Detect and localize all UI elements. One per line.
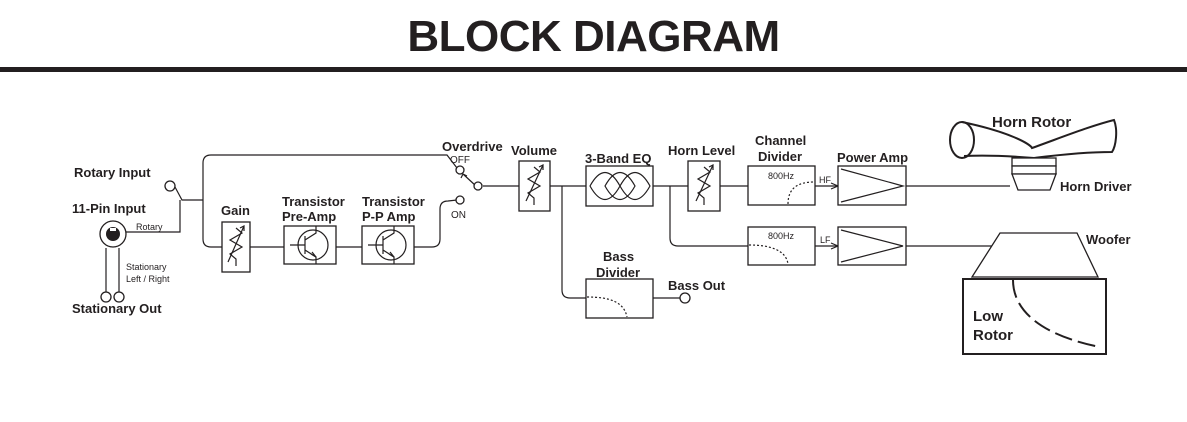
rotary-input-jack: [164, 180, 176, 192]
channel-divider-label-line1: Channel: [755, 133, 806, 148]
power-amp-label: Power Amp: [837, 150, 908, 165]
transistor-preamp-block: [283, 225, 337, 265]
volume-block: [518, 160, 551, 212]
hf-freq-label: 800Hz: [768, 171, 795, 181]
hf-label: HF: [819, 175, 831, 185]
rotary-input-label: Rotary Input: [74, 165, 151, 180]
bass-out-jack: [679, 292, 691, 304]
overdrive-off-label: OFF: [450, 155, 470, 166]
eq-block: [585, 165, 654, 207]
pin-input-label: 11-Pin Input: [72, 201, 146, 216]
lf-freq-label: 800Hz: [768, 231, 795, 241]
stationary-label-line2: Left / Right: [126, 274, 170, 284]
channel-divider-hf-block: [747, 165, 816, 206]
channel-divider-label-line2: Divider: [758, 149, 802, 164]
ppamp-label-line1: Transistor: [362, 194, 425, 209]
horn-level-label: Horn Level: [668, 143, 735, 158]
connectors: [99, 165, 691, 304]
power-amp-hf-block: [837, 165, 907, 206]
labels: Rotary Input 11-Pin Input Rotary Station…: [72, 114, 1132, 344]
rotary-label: Rotary: [136, 222, 163, 232]
horn-level-block: [687, 160, 721, 212]
overdrive-on-label: ON: [451, 210, 466, 221]
horn-driver-label: Horn Driver: [1060, 179, 1132, 194]
woofer-assembly: [962, 232, 1107, 355]
transistor-ppamp-block: [361, 225, 415, 265]
stationary-label-line1: Stationary: [126, 262, 167, 272]
low-rotor-label-line2: Rotor: [973, 327, 1013, 344]
overdrive-label: Overdrive: [442, 139, 503, 154]
horn-rotor-assembly: [949, 118, 1118, 191]
bass-divider-label-line1: Bass: [603, 249, 634, 264]
gain-block: [221, 221, 251, 273]
overdrive-off-contact: [455, 165, 465, 175]
stationary-out-jack-right: [113, 291, 125, 303]
overdrive-switch-pivot: [473, 181, 483, 191]
stationary-out-jack-left: [100, 291, 112, 303]
woofer-label: Woofer: [1086, 232, 1131, 247]
gain-label: Gain: [221, 203, 250, 218]
lf-label: LF: [820, 235, 831, 245]
eq-label: 3-Band EQ: [585, 151, 651, 166]
stationary-out-label: Stationary Out: [72, 301, 162, 316]
low-rotor-label-line1: Low: [973, 308, 1003, 325]
preamp-label-line1: Transistor: [282, 194, 345, 209]
page-title: BLOCK DIAGRAM: [407, 12, 780, 61]
bass-out-label: Bass Out: [668, 278, 726, 293]
horn-rotor-label: Horn Rotor: [992, 114, 1071, 131]
preamp-label-line2: Pre-Amp: [282, 209, 336, 224]
bass-divider-block: [585, 278, 654, 319]
bass-divider-label-line2: Divider: [596, 265, 640, 280]
power-amp-lf-block: [837, 226, 907, 266]
volume-label: Volume: [511, 143, 557, 158]
channel-divider-lf-block: [747, 226, 816, 266]
title-underline: [0, 67, 1187, 72]
overdrive-on-contact: [455, 195, 465, 205]
ppamp-label-line2: P-P Amp: [362, 209, 416, 224]
